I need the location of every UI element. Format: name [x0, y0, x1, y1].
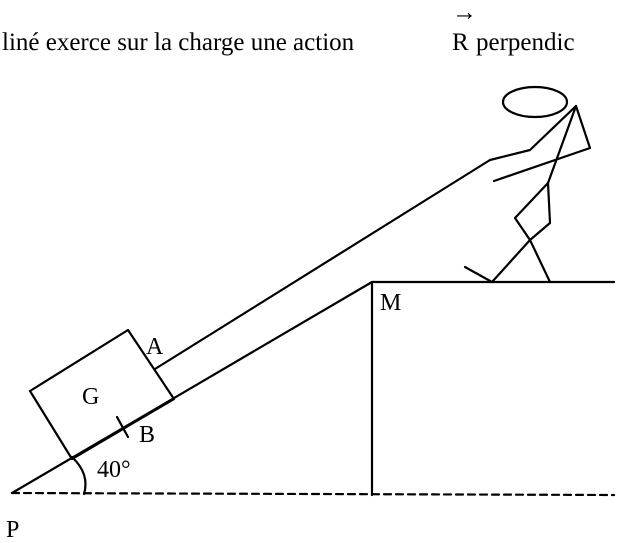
person-head	[501, 85, 569, 119]
label-p: P	[6, 517, 19, 543]
tick-mark-b	[115, 415, 130, 439]
person-torso	[546, 104, 578, 185]
person-arm-upper	[488, 104, 578, 162]
vector-arrow: →	[452, 0, 477, 26]
inclined-plane	[10, 280, 374, 495]
caption: liné exerce sur la charge une action R →…	[2, 0, 575, 56]
person-figure	[463, 85, 592, 284]
caption-text-after: perpendic	[476, 29, 575, 56]
label-a: A	[146, 334, 164, 360]
labels: G A B M P 40°	[6, 290, 401, 543]
label-angle: 40°	[97, 457, 131, 483]
rope	[153, 158, 492, 371]
caption-text-before: liné exerce sur la charge une action	[2, 29, 355, 56]
angle-arc	[70, 455, 87, 496]
person-leg-front	[490, 181, 550, 284]
person-leg-back	[528, 181, 552, 284]
label-g: G	[82, 384, 99, 410]
person-foot	[463, 265, 494, 284]
label-m: M	[380, 290, 401, 316]
person-arm-lower	[492, 104, 592, 183]
vector-r-symbol: R	[452, 29, 469, 56]
load-block	[28, 328, 176, 461]
label-b: B	[139, 422, 155, 448]
dashed-baseline	[10, 491, 616, 497]
